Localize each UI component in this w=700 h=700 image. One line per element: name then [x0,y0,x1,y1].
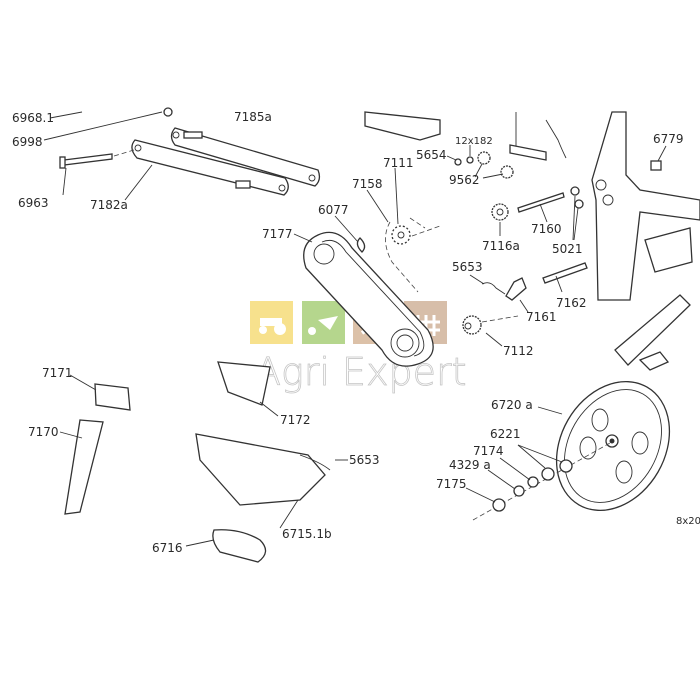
label-9562: 9562 [449,173,480,187]
label-7160: 7160 [531,222,562,236]
label-7174: 7174 [473,444,504,458]
label-12x182: 12x182 [455,136,493,147]
label-7111: 7111 [383,156,414,170]
label-5654: 5654 [416,148,447,162]
label-6779: 6779 [653,132,684,146]
label-6716: 6716 [152,541,183,555]
label-6077: 6077 [318,203,349,217]
watermark: Agri Expert [250,301,467,394]
label-7170: 7170 [28,425,59,439]
label-7185a: 7185a [234,110,272,124]
label-8x20: 8x20 [676,516,700,527]
label-7116a: 7116a [482,239,520,253]
watermark-text: Agri Expert [255,350,467,394]
label-7182a: 7182a [90,198,128,212]
press-wheel-6720a [555,380,671,512]
label-6968-1: 6968.1 [12,111,54,125]
label-7162: 7162 [556,296,587,310]
label-5653-upper: 5653 [452,260,483,274]
label-5021: 5021 [552,242,583,256]
chain-case-7177 [303,231,434,367]
label-6963: 6963 [18,196,49,210]
label-7161: 7161 [526,310,557,324]
label-4329a: 4329 a [449,458,491,472]
label-5653-lower: 5653 [349,453,380,467]
label-6720a: 6720 a [491,398,533,412]
label-7172: 7172 [280,413,311,427]
label-7158: 7158 [352,177,383,191]
chain-sprocket-7111 [385,217,441,293]
label-7175: 7175 [436,477,467,491]
arm-7182a [131,139,289,196]
label-7177: 7177 [262,227,293,241]
label-6221: 6221 [490,427,521,441]
label-6998: 6998 [12,135,43,149]
label-7171: 7171 [42,366,73,380]
frame [591,111,700,371]
arm-7185a [170,127,321,187]
label-7112: 7112 [503,344,534,358]
label-6715-1b: 6715.1b [282,527,332,541]
pin-6963 [59,149,135,169]
